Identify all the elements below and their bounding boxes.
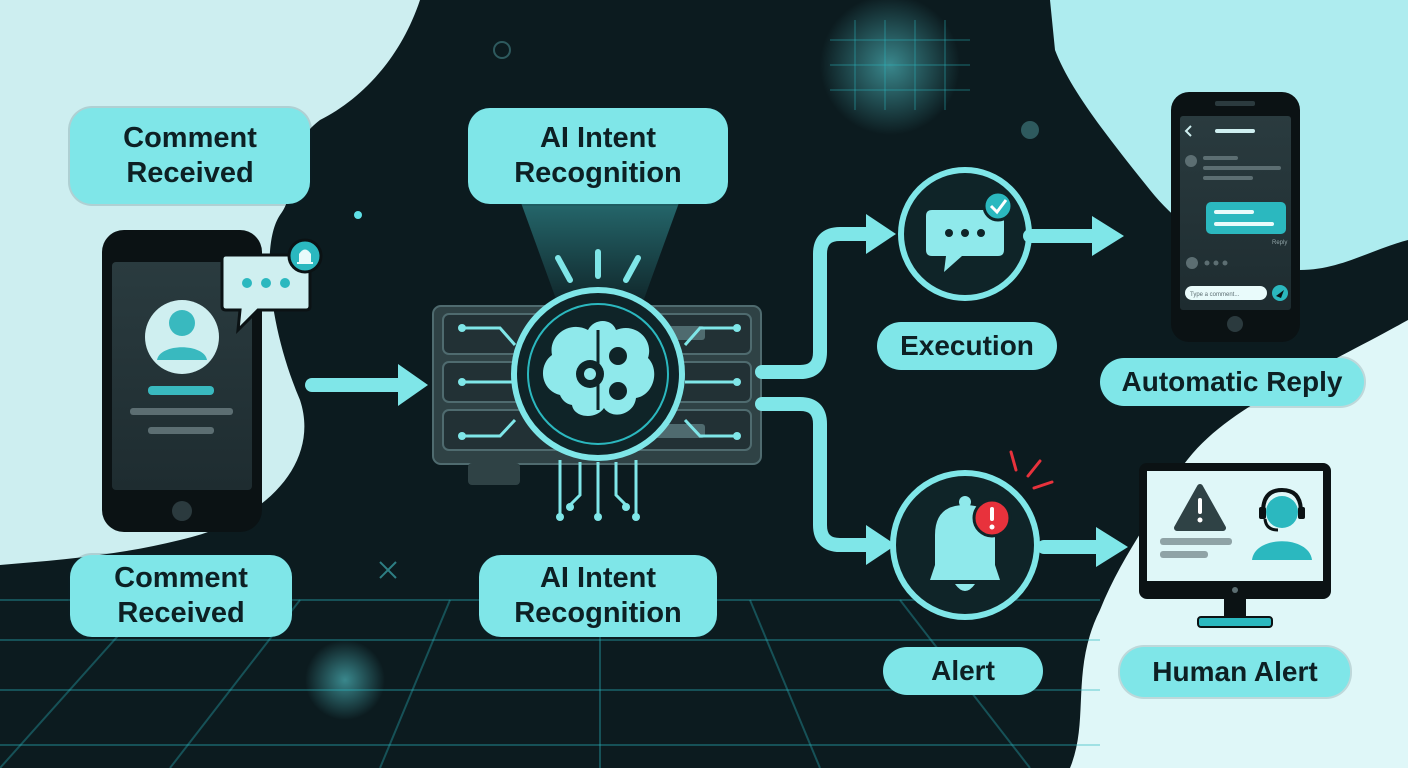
headset-agent-icon xyxy=(1252,487,1312,560)
grid-decoration xyxy=(830,20,970,110)
chat-check-icon xyxy=(898,167,1032,301)
brain-gear-icon xyxy=(511,287,685,461)
spark-lines xyxy=(555,249,641,283)
monitor xyxy=(1139,463,1331,628)
chat-bubble-icon xyxy=(220,253,312,335)
circuit-nodes xyxy=(458,324,741,521)
alert-rays xyxy=(1009,450,1054,490)
circuit-traces xyxy=(462,326,737,515)
x-decoration xyxy=(379,561,397,579)
alert-bell-icon xyxy=(890,470,1040,620)
human-alert-label: Human Alert xyxy=(1120,647,1350,697)
automatic-reply-label: Automatic Reply xyxy=(1100,358,1364,406)
notification-bell-icon xyxy=(287,238,323,274)
reply-tag: Reply xyxy=(1272,240,1287,246)
alert-label: Alert xyxy=(883,647,1043,695)
warning-triangle-icon xyxy=(1174,484,1226,531)
right-phone xyxy=(1171,92,1300,342)
input-placeholder: Type a comment... xyxy=(1190,292,1240,298)
execution-label: Execution xyxy=(877,322,1057,370)
